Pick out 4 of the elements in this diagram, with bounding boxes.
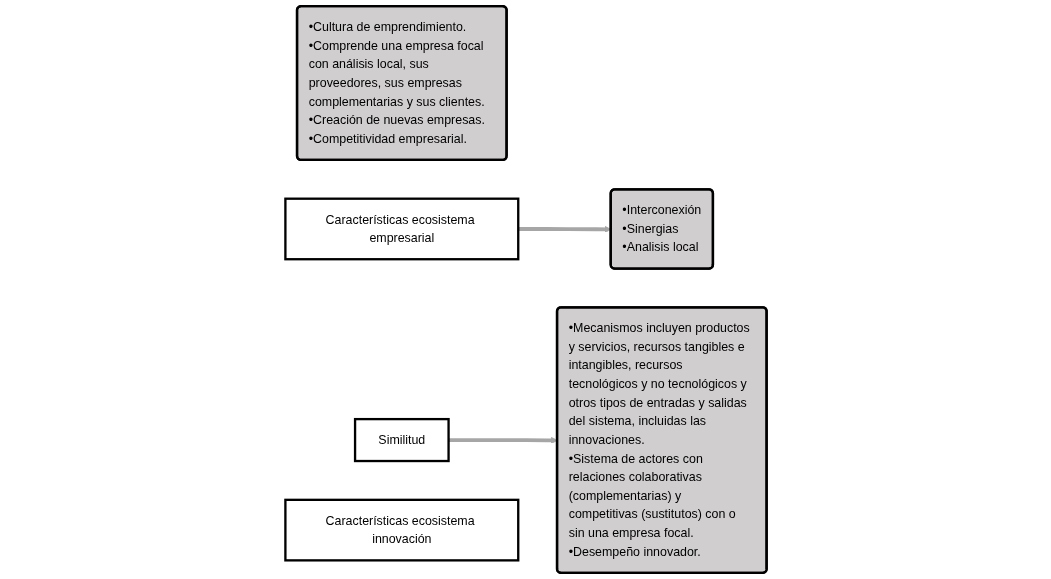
arrow <box>517 225 611 233</box>
node-box: Similitud <box>353 417 450 463</box>
node-box: Características ecosistema empresarial <box>283 197 519 261</box>
node-box: Características ecosistema innovación <box>283 498 519 562</box>
